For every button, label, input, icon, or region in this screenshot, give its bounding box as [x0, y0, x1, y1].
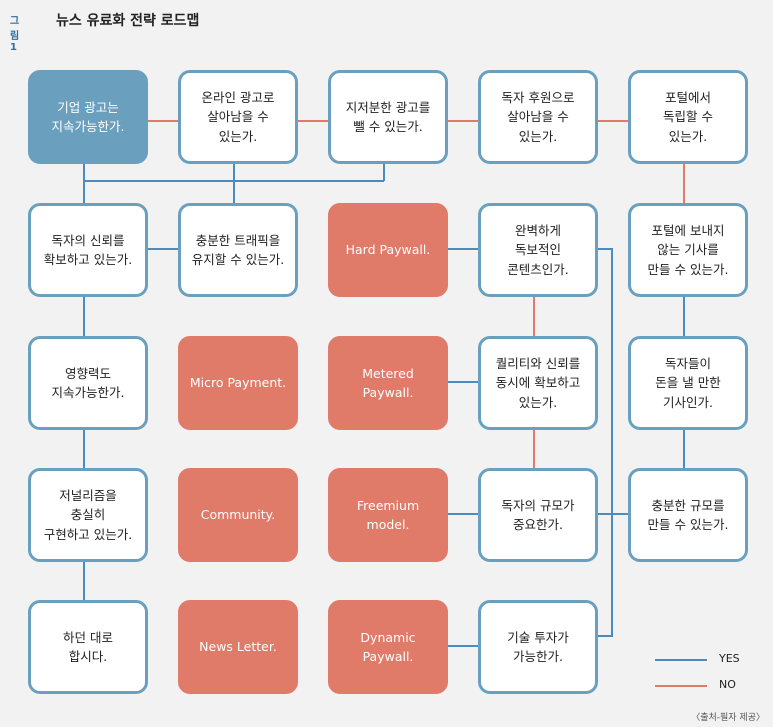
figure-label: 그림1 — [10, 16, 20, 53]
outcome-community: Community. — [178, 468, 298, 562]
node-keep-doing: 하던 대로 합시다. — [28, 600, 148, 694]
node-worth-paying: 독자들이 돈을 낼 만한 기사인가. — [628, 336, 748, 430]
node-non-portal-articles: 포털에 보내지 않는 기사를 만들 수 있는가. — [628, 203, 748, 297]
node-independent-from-portal: 포털에서 독립할 수 있는가. — [628, 70, 748, 164]
node-build-sufficient-scale: 충분한 규모를 만들 수 있는가. — [628, 468, 748, 562]
node-survive-reader-support: 독자 후원으로 살아남을 수 있는가. — [478, 70, 598, 164]
node-remove-messy-ads: 지저분한 광고를 뺄 수 있는가. — [328, 70, 448, 164]
figure-title: 뉴스 유료화 전략 로드맵 — [56, 13, 200, 29]
node-corporate-ads-sustainable: 기업 광고는 지속가능한가. — [28, 70, 148, 164]
legend-no: NO — [655, 678, 765, 692]
outcome-metered-paywall: Metered Paywall. — [328, 336, 448, 430]
node-unique-content: 완벽하게 독보적인 콘텐츠인가. — [478, 203, 598, 297]
outcome-freemium-model: Freemium model. — [328, 468, 448, 562]
legend-yes-swatch — [655, 659, 707, 661]
no-connectors — [148, 120, 685, 468]
node-quality-and-trust: 퀄리티와 신뢰를 동시에 확보하고 있는가. — [478, 336, 598, 430]
outcome-hard-paywall: Hard Paywall. — [328, 203, 448, 297]
legend-no-label: NO — [719, 678, 736, 691]
node-reader-trust: 독자의 신뢰를 확보하고 있는가. — [28, 203, 148, 297]
outcome-micro-payment: Micro Payment. — [178, 336, 298, 430]
yes-line — [598, 248, 613, 637]
outcome-news-letter: News Letter. — [178, 600, 298, 694]
node-reader-scale-important: 독자의 규모가 중요한가. — [478, 468, 598, 562]
yes-connectors — [83, 163, 685, 647]
node-sufficient-traffic: 충분한 트래픽을 유지할 수 있는가. — [178, 203, 298, 297]
legend-no-swatch — [655, 685, 707, 687]
node-survive-online-ads: 온라인 광고로 살아남을 수 있는가. — [178, 70, 298, 164]
source-credit: 〈출처-필자 제공〉 — [691, 713, 765, 723]
legend-yes-label: YES — [719, 652, 740, 665]
legend-yes: YES — [655, 652, 765, 666]
node-journalism-faithful: 저널리즘을 충실히 구현하고 있는가. — [28, 468, 148, 562]
outcome-dynamic-paywall: Dynamic Paywall. — [328, 600, 448, 694]
node-influence-sustainable: 영향력도 지속가능한가. — [28, 336, 148, 430]
node-tech-investment: 기술 투자가 가능한가. — [478, 600, 598, 694]
